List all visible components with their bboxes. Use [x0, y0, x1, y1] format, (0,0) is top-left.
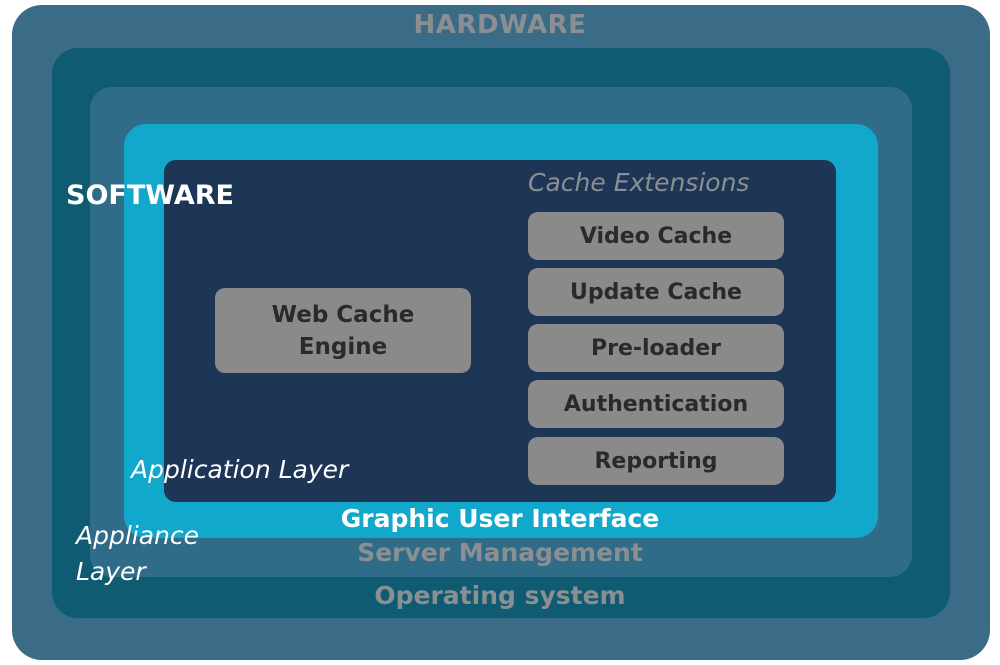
cache-extensions-title: Cache Extensions	[528, 168, 750, 197]
cache-extension-label: Reporting	[594, 448, 718, 474]
cache-extension-update-cache: Update Cache	[528, 268, 784, 316]
application-layer-label: Application Layer	[131, 455, 349, 484]
web-cache-engine-box: Web Cache Engine	[215, 288, 471, 373]
cache-extension-authentication: Authentication	[528, 380, 784, 428]
cache-extension-label: Pre-loader	[590, 335, 722, 361]
cache-extension-label: Video Cache	[579, 223, 733, 249]
software-label: SOFTWARE	[66, 180, 234, 211]
cache-extension-label: Authentication	[563, 391, 749, 417]
cache-extension-reporting: Reporting	[528, 437, 784, 485]
operating-system-label: Operating system	[374, 581, 626, 610]
hardware-label: HARDWARE	[413, 10, 587, 40]
web-cache-engine-label: Web Cache Engine	[271, 301, 415, 360]
appliance-layer-label: Appliance Layer	[76, 521, 200, 586]
cache-extension-label: Update Cache	[570, 279, 742, 305]
server-management-label: Server Management	[357, 538, 643, 567]
gui-label: Graphic User Interface	[340, 504, 660, 533]
cache-extension-video-cache: Video Cache	[528, 212, 784, 260]
cache-extension-pre-loader: Pre-loader	[528, 324, 784, 372]
